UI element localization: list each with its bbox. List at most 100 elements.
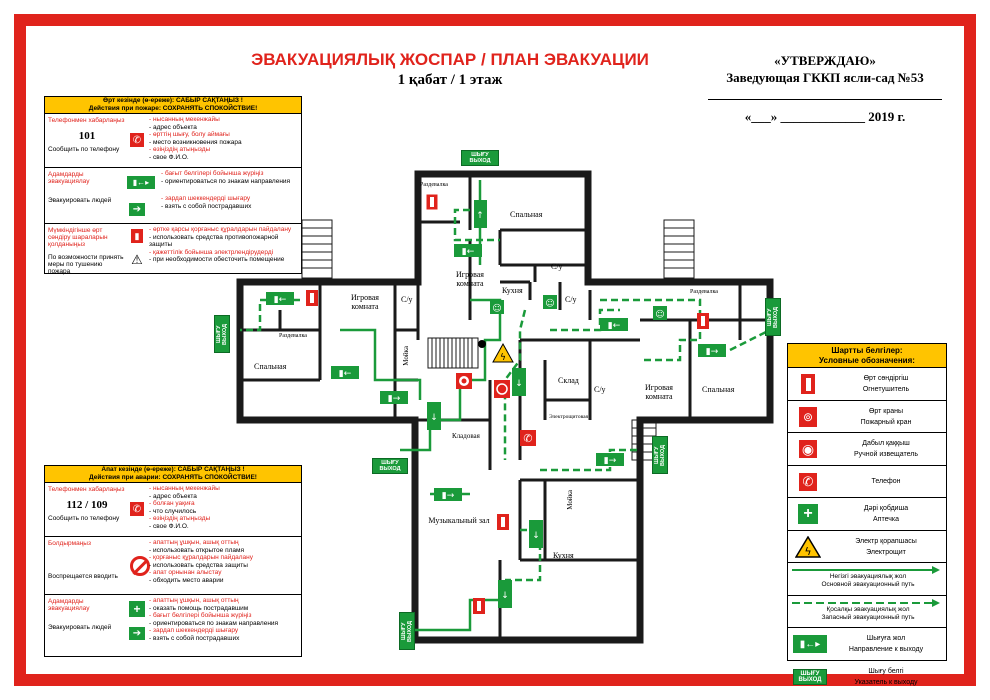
item: - қорғаныс құралдарын пайдалану (149, 554, 253, 561)
date-line: «___» _____________ 2019 г. (744, 109, 906, 124)
svg-text:▮→: ▮→ (442, 491, 455, 501)
evac-label: Адамдарды эвакуациялау (48, 171, 90, 185)
exit-direction-icon: ▮→ (596, 453, 624, 466)
call-sub: Сообщить по телефону (48, 146, 120, 153)
legend-label-ru: Основной эвакуационный путь (821, 581, 915, 588)
item: - что случилось (149, 507, 197, 515)
svg-text:☺: ☺ (545, 298, 554, 309)
legend-label-kz: Өрт краны (868, 407, 904, 415)
item: - зардап шеккендерді шығару (149, 627, 239, 634)
electric-panel-icon: ϟ (492, 342, 514, 363)
electric-panel-icon: ⚠ (131, 252, 143, 267)
svg-text:☺: ☺ (655, 309, 664, 320)
exit-sign-top: ШЫҒУ ВЫХОД (461, 150, 499, 166)
item: - нысанның мекенжайы (149, 485, 220, 492)
signature-line (708, 86, 942, 100)
emergency-row-prohibit: Болдырмаңыз Воспрещается вводить - апатт… (45, 537, 301, 595)
legend-label-ru: Аптечка (872, 516, 899, 523)
call-sub: Сообщить по телефону (48, 515, 120, 522)
exit-sign-sample: ШЫҒУ ВЫХОД (793, 668, 827, 685)
fire-box-header-kz: Өрт кезінде (ө-ереже): САБЫР САҚТАҢЫЗ ! (103, 97, 243, 104)
fire-row-call: Телефонмен хабарлаңыз 101 Сообщить по те… (45, 114, 301, 168)
extinguisher-icon (425, 193, 439, 211)
svg-text:✆: ✆ (523, 432, 532, 445)
item: - свое Ф.И.О. (149, 153, 189, 161)
item: - обходить место аварии (149, 576, 224, 584)
call-items: - нысанның мекенжайы - адрес объекта - ө… (149, 116, 299, 161)
svg-text:▮←: ▮← (608, 321, 621, 331)
exit-direction-icon: ↓ (427, 402, 441, 430)
room-label: Кухня (553, 551, 574, 560)
legend-box: Шартты белгілер: Условные обозначения: Ө… (787, 343, 947, 686)
item: - при необходимости обесточить помещение (149, 256, 285, 263)
exit-direction-icon: ▮→ (434, 488, 462, 501)
legend-label-kz: Қосалқы эвакуациялық жол (826, 605, 910, 613)
emergency-instructions-box: Апат кезінде (ө-ереже): САБЫР САҚТАҢЫЗ !… (44, 465, 302, 657)
legend-label-ru: Направление к выходу (848, 646, 924, 653)
alarm-button-icon: ◉ (793, 437, 823, 461)
room-label: Раздевалка (279, 333, 307, 339)
svg-text:↓: ↓ (515, 379, 523, 389)
item: - апат орнынан алыстау (149, 569, 222, 576)
svg-text:ϟ: ϟ (804, 545, 811, 558)
legend-label-kz: Дабыл қаққыш (862, 440, 910, 447)
stairs-center (427, 337, 479, 369)
plan-title: ЭВАКУАЦИЯЛЫҚ ЖОСПАР / ПЛАН ЭВАКУАЦИИ (251, 50, 649, 69)
evac-sub: Эвакуировать людей (48, 624, 112, 631)
item: - өртке қарсы қорғаныс құралдарын пайдал… (149, 226, 292, 233)
item: - болған уақиға (149, 500, 195, 507)
item: - свое Ф.И.О. (149, 522, 189, 530)
evac-sub: Эвакуировать людей (48, 197, 112, 204)
exit-direction-icon: ↓ (498, 580, 512, 608)
item: - использовать средства защиты (149, 561, 248, 569)
room-label: Кладовая (452, 432, 480, 440)
legend-title-ru: Условные обозначения: (819, 356, 915, 365)
fire-number: 101 (78, 130, 96, 142)
emergency-box-header-kz: Апат кезінде (ө-ереже): САБЫР САҚТАҢЫЗ ! (101, 466, 245, 473)
svg-text:▮→: ▮→ (706, 347, 719, 357)
legend-label-kz: Электр қорапшасы (855, 537, 917, 545)
legend-title-kz: Шартты белгілер: (831, 346, 903, 355)
item: - взять с собой пострадавших (149, 634, 240, 642)
approval-block: «УТВЕРЖДАЮ» Заведующая ГККП ясли-сад №53… (700, 52, 950, 125)
stairs-right-outside (663, 219, 695, 279)
exit-sign-left: ШЫҒУ ВЫХОД (214, 315, 230, 353)
emergency-number: 112 / 109 (66, 499, 108, 511)
item: - зардап шеккендерді шығару (161, 195, 251, 202)
item: - ориентироваться по знакам направления (161, 177, 291, 185)
item: - место возникновения пожара (149, 138, 242, 146)
room-label: С/у (401, 295, 413, 304)
route-reserve (503, 309, 527, 460)
exit-direction-icon: ☺ (543, 295, 557, 309)
room-label: Раздевалка (690, 289, 718, 295)
electric-panel-icon: ϟ (793, 535, 823, 559)
legend-label-kz: Дәрі қобдиша (863, 505, 909, 512)
item: - бағыт белгілері бойынша жүріңіз (149, 612, 252, 619)
emergency-box-header-ru: Действия при аварии: СОХРАНЯТЬ СПОКОЙСТВ… (89, 474, 257, 481)
phone-icon: ✆ (520, 430, 536, 446)
prohibit-label: Болдырмаңыз (48, 540, 91, 547)
room-label: Мойка (566, 490, 574, 510)
room-label: Спальная (254, 362, 287, 371)
legend-label-kz: Телефон (871, 477, 901, 485)
prohibit-items: - апаттың ұшқын, ашық оттың - использова… (149, 539, 299, 584)
svg-text:↓: ↓ (532, 531, 540, 541)
legend-label-kz: Негізгі эвакуациялық жол (829, 573, 907, 580)
main-route-icon (792, 566, 940, 574)
extinguisher-icon: ▮ (129, 228, 145, 244)
exit-direction-icon: ▮←▸ (127, 174, 155, 190)
legend-label-ru: Огнетушитель (862, 386, 910, 393)
route-reserve (600, 298, 702, 362)
exit-direction-icon: ☺ (653, 306, 667, 320)
call-items: - нысанның мекенжайы - адрес объекта - б… (149, 485, 299, 530)
emergency-row-evacuate: Адамдарды эвакуациялау Эвакуировать люде… (45, 595, 301, 655)
exit-direction-icon: ▮← (266, 292, 294, 305)
route-reserve (729, 328, 771, 352)
extinguish-label: Мүмкіндігінше өрт сөндіру шараларын қолд… (48, 227, 108, 248)
first-aid-icon: + (793, 502, 823, 526)
